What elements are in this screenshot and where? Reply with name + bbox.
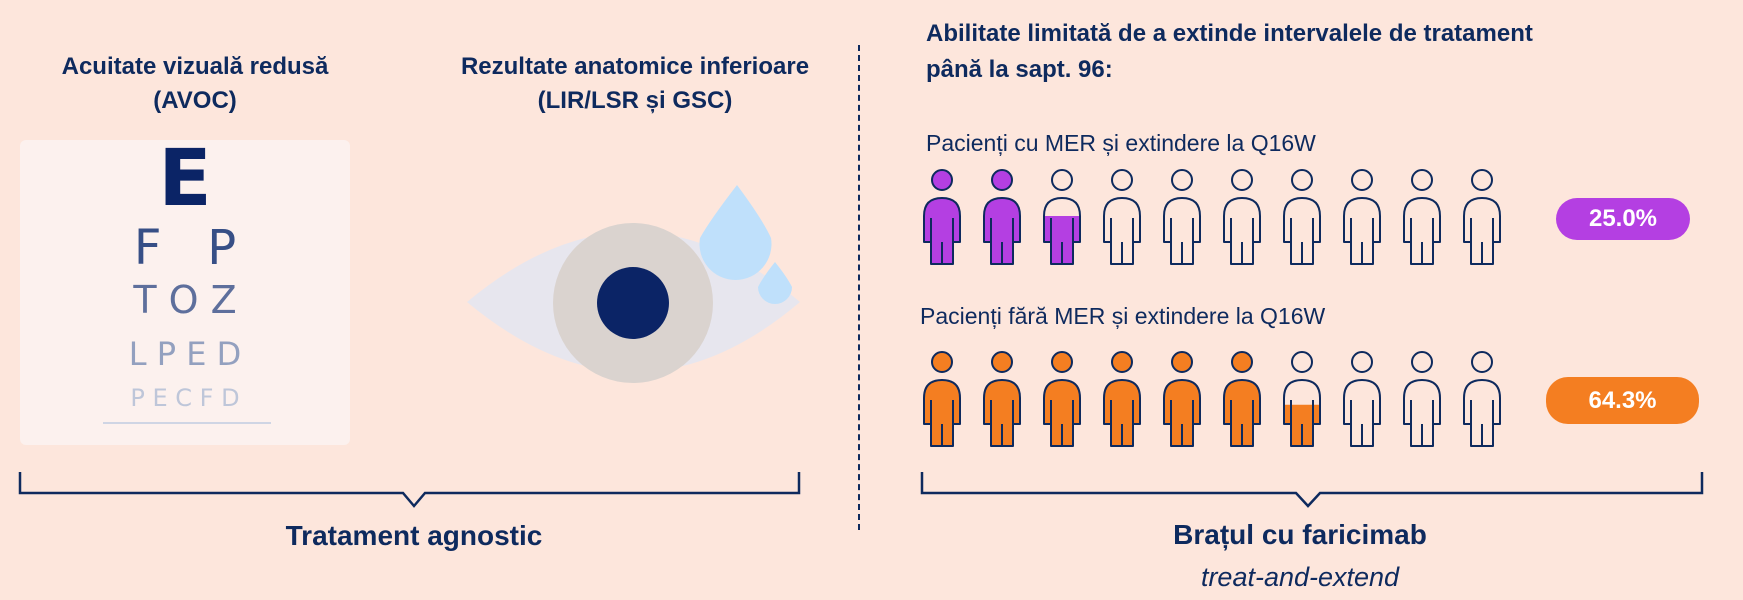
person-figure: [1343, 169, 1381, 265]
group-label-without-mer: Pacienți fără MER și extindere la Q16W: [920, 303, 1326, 329]
person-figure: [983, 351, 1021, 447]
person-figure: [1163, 169, 1201, 265]
person-figure: [923, 169, 961, 265]
tear-drop-small: [758, 262, 792, 304]
eye-chart-row-3: T O Z: [133, 278, 237, 322]
right-title-line1: Abilitate limitată de a extinde interval…: [926, 20, 1533, 47]
tear-drop-large: [699, 185, 772, 280]
eye-chart-card: E F P T O Z L P E D P E C F D: [20, 134, 350, 445]
person-figure: [1223, 351, 1261, 447]
eye-chart-row-1: E: [158, 134, 212, 224]
figure-row-with-mer: [923, 169, 1501, 265]
person-figure: [1103, 351, 1141, 447]
left-brace: [18, 472, 801, 508]
eye-chart-row-2: F P: [133, 220, 237, 276]
heading-anatomic-line1: Rezultate anatomice inferioare: [460, 53, 810, 80]
figure-row-without-mer: [923, 351, 1501, 447]
heading-anatomic-line2: (LIR/LSR și GSC): [537, 87, 733, 114]
eye-chart-baseline: [103, 422, 271, 424]
heading-visual-acuity-line2: (AVOC): [153, 87, 237, 114]
value-pill-without-mer: 64.3%: [1546, 377, 1699, 424]
group-label-with-mer: Pacienți cu MER și extindere la Q16W: [926, 130, 1316, 156]
right-title: Abilitate limitată de a extinde interval…: [926, 16, 1626, 88]
heading-visual-acuity-line1: Acuitate vizuală redusă: [61, 53, 329, 80]
person-figure: [1223, 169, 1261, 265]
person-figure: [1103, 169, 1141, 265]
heading-visual-acuity: Acuitate vizuală redusă (AVOC): [30, 50, 360, 118]
label-treat-and-extend: treat-and-extend: [1200, 562, 1400, 592]
person-figure: [1463, 351, 1501, 447]
eye-chart-row-5: P E C F D: [130, 384, 240, 412]
person-figure: [983, 169, 1021, 265]
person-figure: [1043, 351, 1081, 447]
label-faricimab-arm: Brațul cu faricimab: [1173, 519, 1427, 550]
value-pill-with-mer: 25.0%: [1556, 198, 1690, 240]
right-title-line2: până la sapt. 96:: [926, 56, 1113, 83]
right-brace: [920, 472, 1704, 508]
person-figure: [1283, 351, 1321, 447]
person-figure: [923, 351, 961, 447]
person-figure: [1343, 351, 1381, 447]
person-figure: [1463, 169, 1501, 265]
person-figure: [1043, 169, 1081, 265]
person-figure: [1403, 169, 1441, 265]
person-figure: [1403, 351, 1441, 447]
dashed-divider: [858, 45, 860, 530]
person-figure: [1163, 351, 1201, 447]
eye-chart-row-4: L P E D: [128, 335, 242, 373]
label-agnostic-treatment: Tratament agnostic: [285, 520, 543, 551]
person-figure: [1283, 169, 1321, 265]
eye-pupil: [597, 267, 669, 339]
eye-illustration: [467, 185, 800, 383]
heading-anatomic-results: Rezultate anatomice inferioare (LIR/LSR …: [425, 50, 845, 118]
